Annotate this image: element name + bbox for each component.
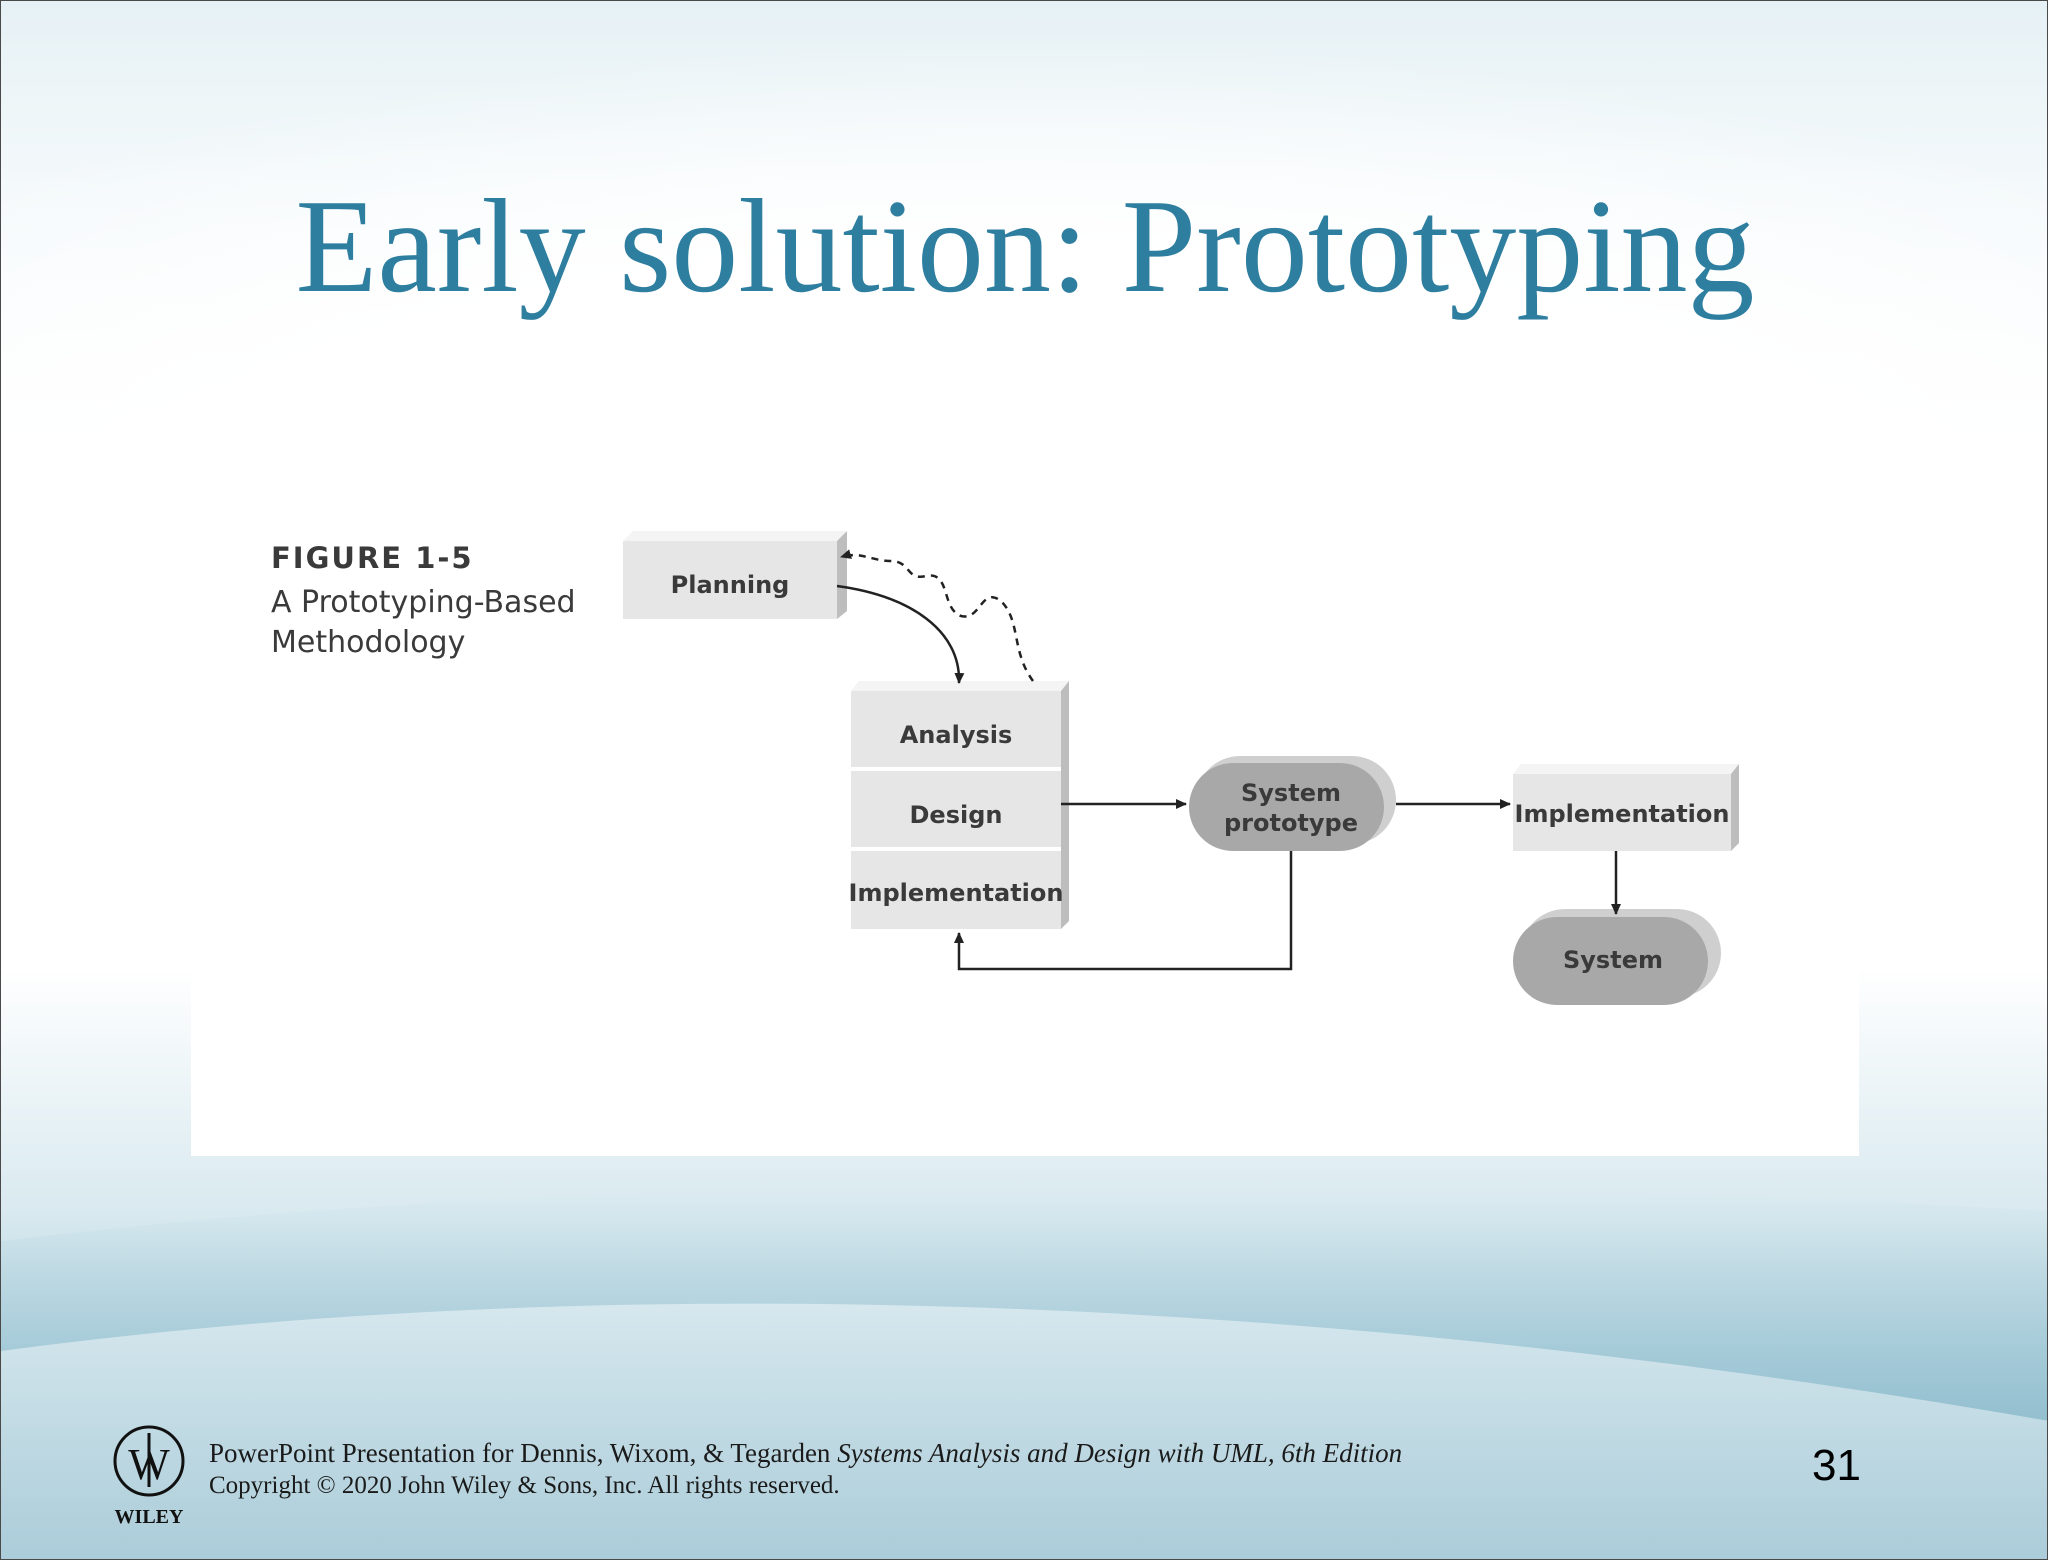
footer-book-title: Systems Analysis and Design with UML, 6t…	[837, 1438, 1403, 1468]
system-label: System	[1563, 946, 1663, 974]
design-label: Design	[910, 801, 1003, 829]
figure-panel: FIGURE 1-5 A Prototyping-Based Methodolo…	[191, 491, 1859, 1156]
system-prototype-label-2: prototype	[1224, 809, 1358, 837]
svg-text:WILEY: WILEY	[115, 1506, 184, 1528]
implementation-label: Implementation	[1515, 800, 1730, 828]
figure-caption: A Prototyping-Based Methodology	[271, 585, 576, 660]
implementation-stack-label: Implementation	[849, 879, 1064, 907]
figure-number: FIGURE 1-5	[271, 541, 474, 575]
footer-citation-prefix: PowerPoint Presentation for Dennis, Wixo…	[209, 1438, 838, 1468]
planning-label: Planning	[671, 571, 790, 599]
wiley-logo: W WILEY	[113, 1425, 185, 1528]
phase-stack: Analysis Design Implementation	[849, 681, 1069, 929]
analysis-label: Analysis	[900, 721, 1013, 749]
prototyping-diagram: Planning Analysis Design Implementation …	[623, 531, 1739, 1005]
feedback-dashed-line	[840, 549, 1035, 682]
footer-citation: PowerPoint Presentation for Dennis, Wixo…	[209, 1438, 1402, 1469]
system-prototype-label-1: System	[1241, 779, 1341, 807]
prototype-feedback-arrow	[954, 851, 1293, 971]
footer-copyright: Copyright © 2020 John Wiley & Sons, Inc.…	[209, 1472, 840, 1499]
planning-to-analysis-arrow	[836, 584, 965, 684]
system-pill: System	[1513, 909, 1721, 1005]
implementation-box: Implementation	[1513, 764, 1739, 851]
system-prototype-pill: System prototype	[1189, 756, 1396, 851]
planning-box: Planning	[623, 531, 847, 619]
page-number: 31	[1812, 1441, 1861, 1490]
background-wave	[1, 1182, 2047, 1559]
slide-title: Early solution: Prototyping	[295, 172, 1755, 320]
